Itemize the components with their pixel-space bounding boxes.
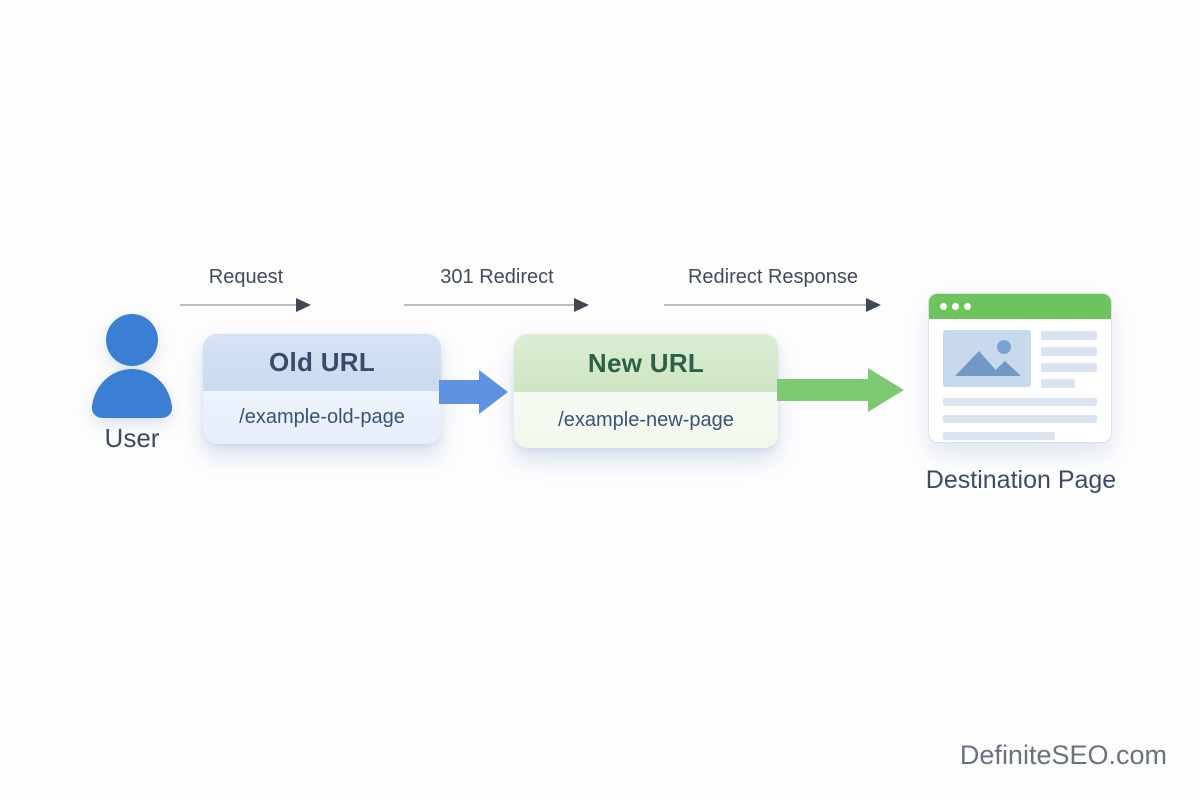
new-url-body: /example-new-page [514, 392, 778, 448]
watermark: DefiniteSEO.com [959, 740, 1167, 770]
flow-step-label: 301 Redirect [440, 266, 554, 288]
mountain-photo-icon [955, 340, 1021, 376]
text-line [1041, 379, 1075, 388]
text-line [1041, 363, 1097, 372]
window-dot-icon [940, 303, 947, 310]
text-line [1041, 347, 1097, 356]
old-url-title: Old URL [268, 347, 376, 377]
arrow-right-icon [180, 298, 311, 312]
flow-step-label: Request [208, 266, 284, 288]
browser-window [928, 293, 1112, 443]
browser-hero-row [943, 330, 1097, 388]
new-url-card: New URL /example-new-page [514, 334, 778, 448]
text-line [1041, 331, 1097, 340]
window-dot-icon [952, 303, 959, 310]
text-line [943, 415, 1097, 423]
image-placeholder [943, 330, 1031, 387]
user-label: User [104, 423, 160, 453]
flow-step-label: Redirect Response [687, 266, 859, 288]
window-dot-icon [964, 303, 971, 310]
destination-page-label: Destination Page [925, 466, 1117, 494]
old-url-body: /example-old-page [203, 391, 441, 444]
new-url-path: /example-new-page [558, 408, 734, 431]
browser-content [929, 319, 1111, 440]
text-line [943, 398, 1097, 406]
arrow-right-icon [664, 298, 881, 312]
block-arrow-right-green-icon [777, 368, 904, 412]
user-figure: User [86, 312, 178, 454]
paragraph-text-lines [943, 398, 1097, 440]
sidebar-text-lines [1041, 330, 1097, 388]
arrow-right-icon [404, 298, 589, 312]
block-arrow-right-blue-icon [439, 370, 508, 414]
flow-step-redirect-response: Redirect Response [664, 266, 882, 312]
new-url-header: New URL [514, 334, 778, 392]
person-icon [91, 314, 173, 418]
new-url-title: New URL [587, 347, 705, 378]
flow-step-301-redirect: 301 Redirect [404, 266, 590, 312]
text-line [943, 432, 1056, 440]
old-url-header: Old URL [203, 334, 441, 391]
old-url-path: /example-old-page [239, 406, 405, 428]
old-url-card: Old URL /example-old-page [203, 334, 441, 444]
browser-titlebar [929, 294, 1111, 319]
flow-step-request: Request [180, 266, 312, 312]
